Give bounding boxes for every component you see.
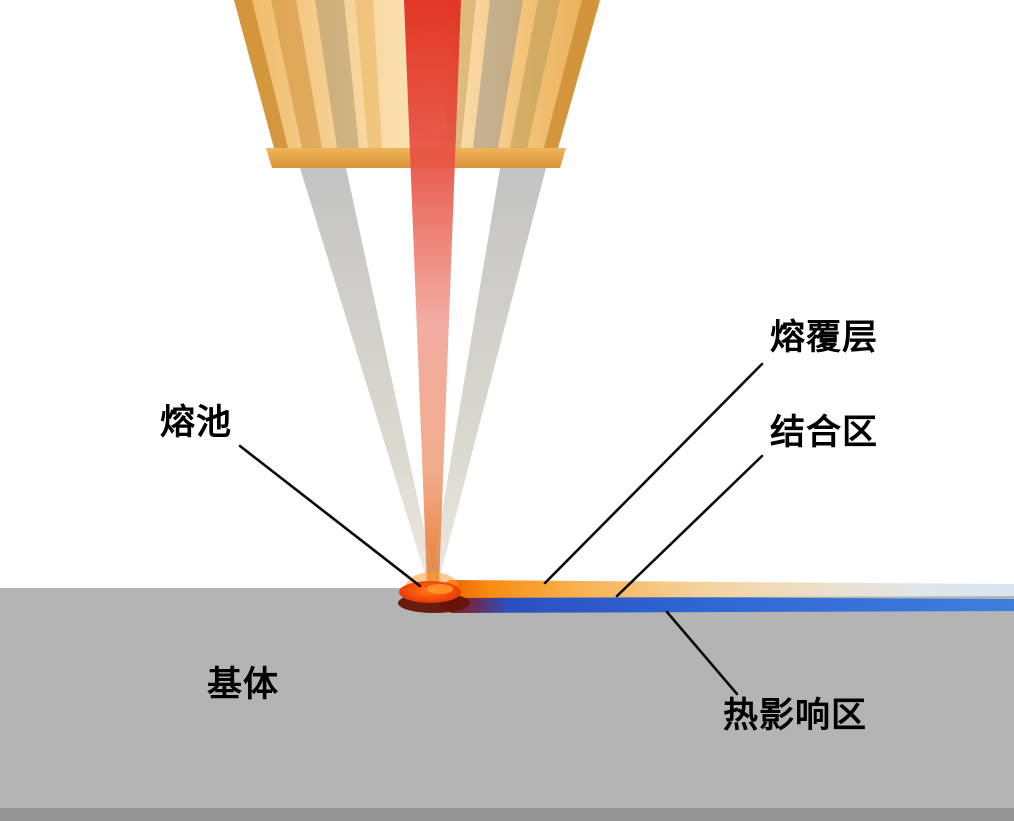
leader-lines [238,362,764,696]
nozzle-stripe [271,0,322,148]
bonding-zone-label: 结合区 [770,413,879,452]
melt-pool-label: 熔池 [160,403,233,442]
leader-line-bonding-zone [615,454,764,598]
nozzle-stripe [510,0,560,148]
substrate-bottom-edge [0,808,1014,821]
substrate-label: 基体 [207,665,280,704]
leader-line-cladding-layer [543,362,764,585]
heat-affected-zone-shape [439,596,1014,613]
heat-affected-zone-label: 热影响区 [723,696,868,735]
leader-line-melt-pool [238,444,422,588]
melt-pool-highlight [427,584,453,594]
laser-beam [404,0,461,586]
nozzle-stripe [315,0,359,148]
nozzle-stripe [234,0,288,148]
nozzle-stripe [355,0,382,148]
cladding-layer-shape [442,580,1014,598]
leader-line-heat-affected-zone [665,610,739,696]
powder-stream-left [300,168,436,584]
nozzle-stripe [473,0,523,148]
cladding-layer-label: 熔覆层 [770,318,879,357]
nozzle [234,0,600,168]
substrate-shape [0,588,1014,821]
nozzle-stripe [544,0,600,148]
powder-stream-right [430,168,546,584]
